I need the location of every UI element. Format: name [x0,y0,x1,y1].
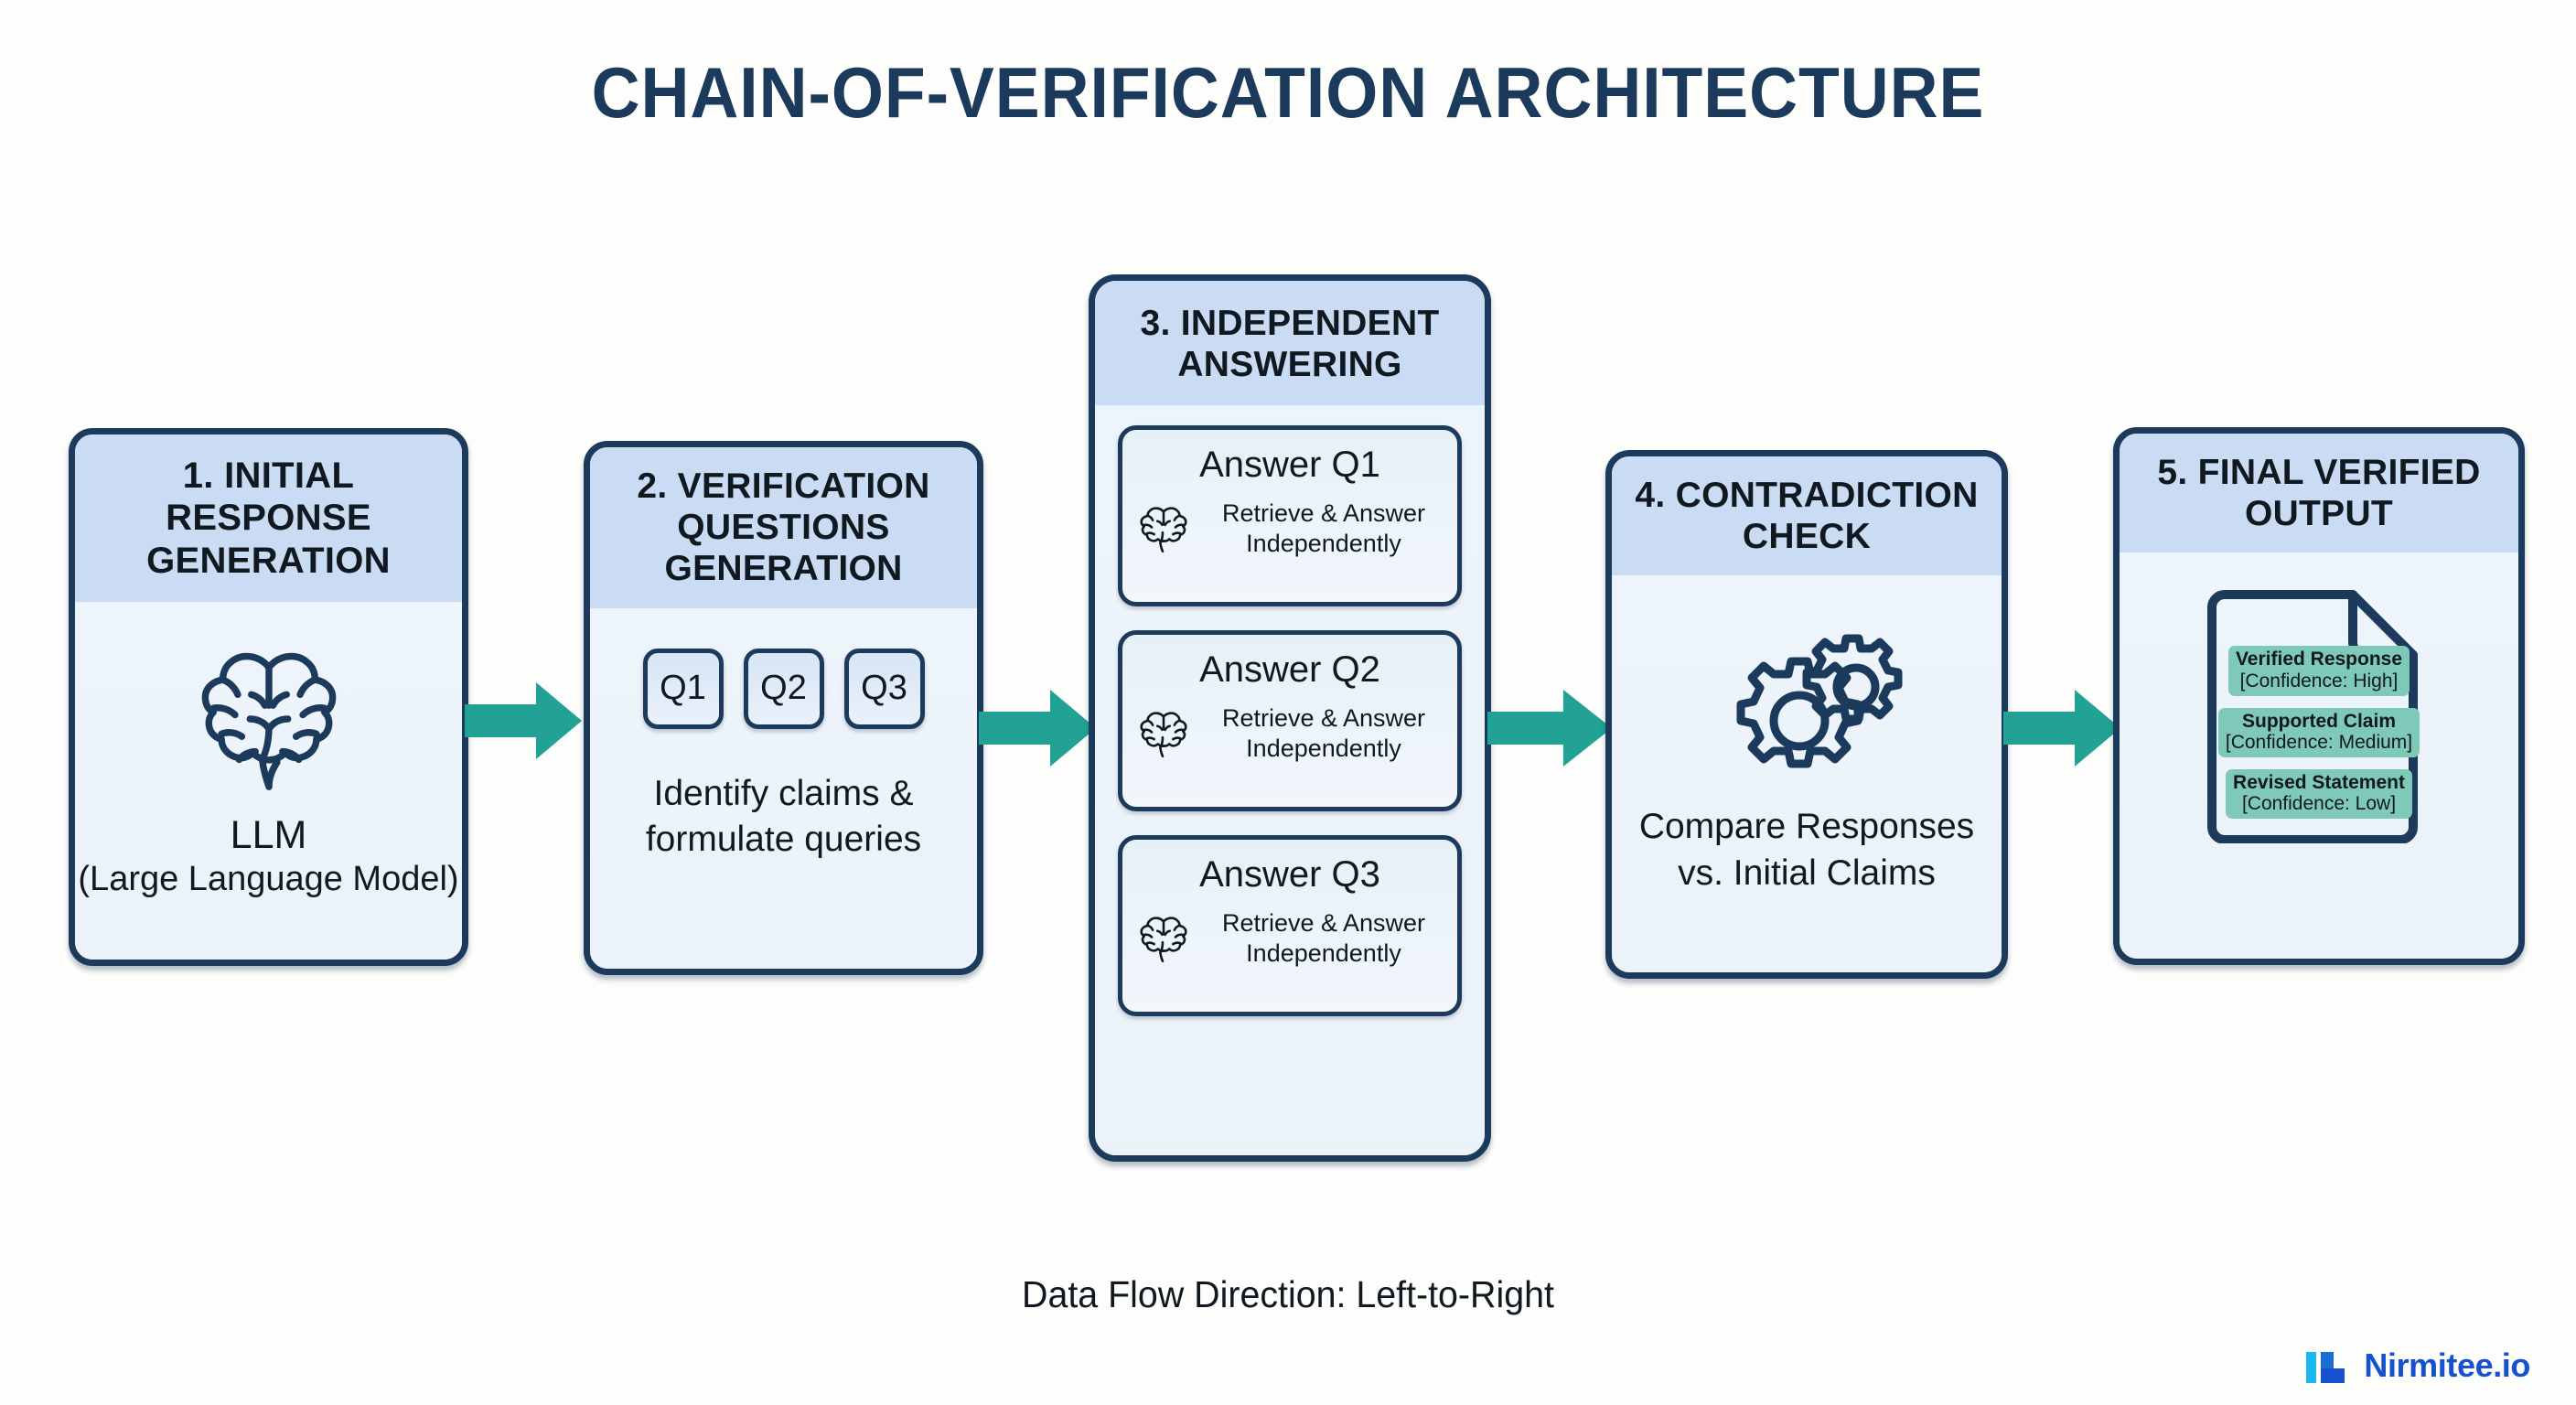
flow-arrow-right-icon [1487,690,1612,767]
page-title: CHAIN-OF-VERIFICATION ARCHITECTURE [591,52,1985,133]
stage-body-3: Answer Q1 [1095,405,1485,1155]
gears-icon [1736,634,1903,768]
stage-header-4: 4. CONTRADICTION CHECK [1612,456,2002,576]
question-chip-q1[interactable]: Q1 [642,648,724,729]
stage-header-1: 1. INITIAL RESPONSE GENERATION [75,434,462,603]
output-confidence-verified-response: [Confidence: High] [2239,670,2399,692]
answer-detail-q2: Retrieve & Answer Independently [1122,703,1457,764]
verification-caption: Identify claims & formulate queries [645,773,922,860]
output-confidence-revised-statement: [Confidence: Low] [2241,793,2397,815]
stage-card-verification-questions-generation: 2. VERIFICATION QUESTIONS GENERATION Q1 … [584,441,983,975]
stage-card-contradiction-check: 4. CONTRADICTION CHECK Compare Responses… [1605,450,2008,979]
stage-card-initial-response-generation: 1. INITIAL RESPONSE GENERATION LLM (Larg… [69,428,468,966]
flow-direction-caption: Data Flow Direction: Left-to-Right [1022,1273,1554,1315]
logo-text: Nirmitee.io [2364,1346,2530,1384]
answer-text-q1: Retrieve & Answer Independently [1221,499,1426,558]
flow-arrow-right-icon [979,690,1096,767]
answer-subcard-q1[interactable]: Answer Q1 [1118,425,1462,607]
nirmitee-logo: Nirmitee.io [2306,1346,2530,1385]
output-chip-supported-claim: Supported Claim [Confidence: Medium] [2217,707,2420,757]
stage-body-5: Verified Response [Confidence: High] Sup… [2120,552,2518,959]
output-label-list: Verified Response [Confidence: High] Sup… [2213,646,2425,819]
stage-body-4: Compare Responses vs. Initial Claims [1612,575,2002,972]
answer-subcard-q3[interactable]: Answer Q3 [1118,835,1462,1017]
stage-header-2: 2. VERIFICATION QUESTIONS GENERATION [590,447,977,608]
output-name-supported-claim: Supported Claim [2241,710,2396,732]
question-chip-row: Q1 Q2 Q3 [590,648,977,729]
llm-label-group: LLM (Large Language Model) [75,812,462,900]
output-name-verified-response: Verified Response [2235,649,2403,670]
answer-title-q2: Answer Q2 [1199,649,1380,691]
question-chip-q2[interactable]: Q2 [743,648,824,729]
brain-icon [201,653,336,790]
llm-label: LLM [230,813,307,858]
llm-sublabel: (Large Language Model) [78,859,459,898]
answer-detail-q3: Retrieve & Answer Independently [1122,908,1457,969]
stage-body-2: Q1 Q2 Q3 Identify claims & formulate que… [590,607,977,969]
answer-text-q3: Retrieve & Answer Independently [1221,909,1426,968]
question-chip-q3[interactable]: Q3 [843,648,925,729]
stage-card-independent-answering: 3. INDEPENDENT ANSWERING Answer Q1 [1089,274,1491,1162]
flow-arrow-right-icon [465,682,582,759]
stage-card-final-verified-output: 5. FINAL VERIFIED OUTPUT Verified Respon… [2113,427,2525,965]
flow-arrow-right-icon [2003,690,2120,767]
brain-icon [1140,712,1187,758]
output-chip-verified-response: Verified Response [Confidence: High] [2227,646,2410,696]
stage-header-3: 3. INDEPENDENT ANSWERING [1095,281,1485,406]
output-confidence-supported-claim: [Confidence: Medium] [2225,732,2413,754]
answer-title-q3: Answer Q3 [1199,854,1380,896]
answer-text-q2: Retrieve & Answer Independently [1221,704,1426,763]
brain-icon [1140,507,1187,553]
answer-subcard-list: Answer Q1 [1095,425,1485,1017]
stage-header-5: 5. FINAL VERIFIED OUTPUT [2120,434,2518,553]
answer-subcard-q2[interactable]: Answer Q2 [1118,630,1462,812]
stage-body-1: LLM (Large Language Model) [75,602,462,960]
logo-mark-icon [2306,1352,2345,1383]
output-name-revised-statement: Revised Statement [2233,771,2405,793]
output-chip-revised-statement: Revised Statement [Confidence: Low] [2226,768,2412,819]
answer-title-q1: Answer Q1 [1199,445,1380,486]
answer-detail-q1: Retrieve & Answer Independently [1122,499,1457,559]
brain-icon [1140,917,1187,963]
contradiction-caption: Compare Responses vs. Initial Claims [1638,807,1975,894]
